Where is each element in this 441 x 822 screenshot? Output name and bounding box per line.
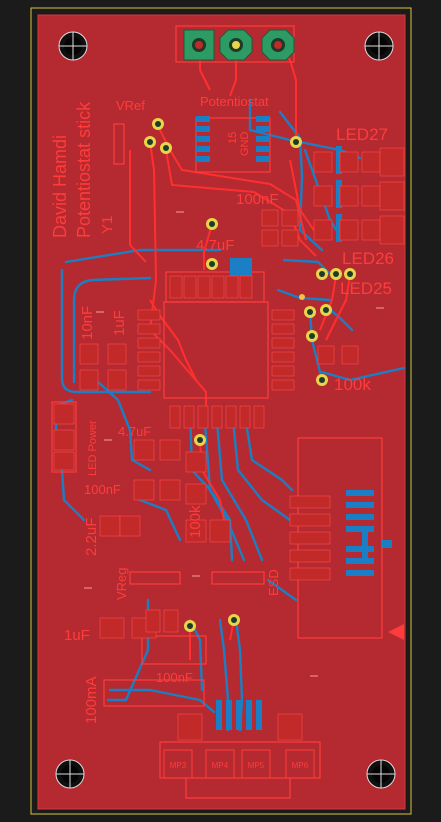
mounting-hole-bottom-right [366, 759, 396, 789]
cap-1uf-left-label: 1uF [111, 310, 128, 336]
board-title: David Hamdi [50, 135, 70, 238]
bottom-bracket-outline [185, 778, 291, 799]
via [152, 118, 164, 130]
mcu-outline [163, 301, 269, 399]
marks [84, 211, 384, 677]
top-pads [53, 147, 405, 741]
via [194, 434, 206, 446]
esd-outline [211, 571, 265, 585]
led-power-label: LED Power [87, 420, 99, 476]
board-subtitle: Potentiostat stick [74, 101, 94, 238]
res-100k-mid-label: 100k [187, 505, 204, 538]
mp5-label: MP5 [248, 761, 265, 770]
test-point-mp3 [163, 749, 193, 779]
via [316, 268, 328, 280]
led26-label: LED26 [342, 249, 394, 268]
pin1-marker [388, 624, 404, 640]
led25-label: LED25 [340, 279, 392, 298]
y1-label: Y1 [99, 216, 116, 234]
mounting-holes [55, 31, 396, 789]
potentiostat-chip-outline [195, 117, 271, 173]
vref-label: VRef [116, 98, 145, 113]
via [320, 304, 332, 316]
via [160, 142, 172, 154]
cap-100nf-top-label: 100nF [236, 191, 279, 208]
cap-2.2uf-label: 2.2uF [83, 518, 100, 556]
via [316, 374, 328, 386]
test-points-outline [159, 741, 321, 779]
cap-1uf-bottom-label: 1uF [64, 627, 90, 644]
res-100k-right-label: 100k [334, 375, 371, 394]
vreg-outline [129, 571, 181, 585]
esd-label: ESD [266, 569, 281, 596]
via [206, 218, 218, 230]
fiducial [299, 294, 305, 300]
mounting-hole-bottom-left [55, 759, 85, 789]
cap-100nf-mid-label: 100nF [84, 482, 121, 497]
via [330, 268, 342, 280]
led27-label: LED27 [336, 125, 388, 144]
test-point-mp4 [205, 749, 235, 779]
board-outline [30, 7, 412, 815]
via [144, 136, 156, 148]
potentiostat-label: Potentiostat [200, 94, 269, 109]
chip-gnd-label: GND [239, 132, 251, 157]
cap-4.7uf-top-label: 4.7uF [196, 237, 234, 254]
test-point-mp6 [285, 749, 315, 779]
vreg-label: VReg [114, 567, 129, 600]
via [184, 620, 196, 632]
bottom-res-outline [103, 679, 205, 707]
via [344, 268, 356, 280]
mp6-label: MP6 [292, 761, 309, 770]
chip-pin-label: 15 [227, 132, 239, 144]
cap-100nf-bottom-label: 100nF [156, 670, 193, 685]
test-points: MP3 MP4 MP5 MP6 [163, 749, 315, 779]
current-100ma-label: 100mA [83, 676, 100, 724]
via [306, 330, 318, 342]
bottom-cap-outline [141, 635, 207, 665]
via [206, 258, 218, 270]
cap-10nf-label: 10nF [79, 306, 96, 340]
mounting-hole-top-right [364, 31, 394, 61]
vias [144, 118, 356, 632]
led-power-outline [51, 401, 77, 473]
mounting-hole-top-left [58, 31, 88, 61]
test-point-mp5 [241, 749, 271, 779]
top-traces [129, 43, 351, 660]
via [228, 614, 240, 626]
bottom-pads [196, 116, 392, 730]
mp3-label: MP3 [170, 761, 187, 770]
silkscreen-text: David Hamdi Potentiostat stick VRef Pote… [50, 94, 394, 724]
vref-outline [113, 123, 125, 165]
via [304, 306, 316, 318]
via [290, 136, 302, 148]
cap-4.7uf-mid-label: 4.7uF [118, 424, 151, 439]
header-connector [183, 29, 295, 61]
mp4-label: MP4 [212, 761, 229, 770]
